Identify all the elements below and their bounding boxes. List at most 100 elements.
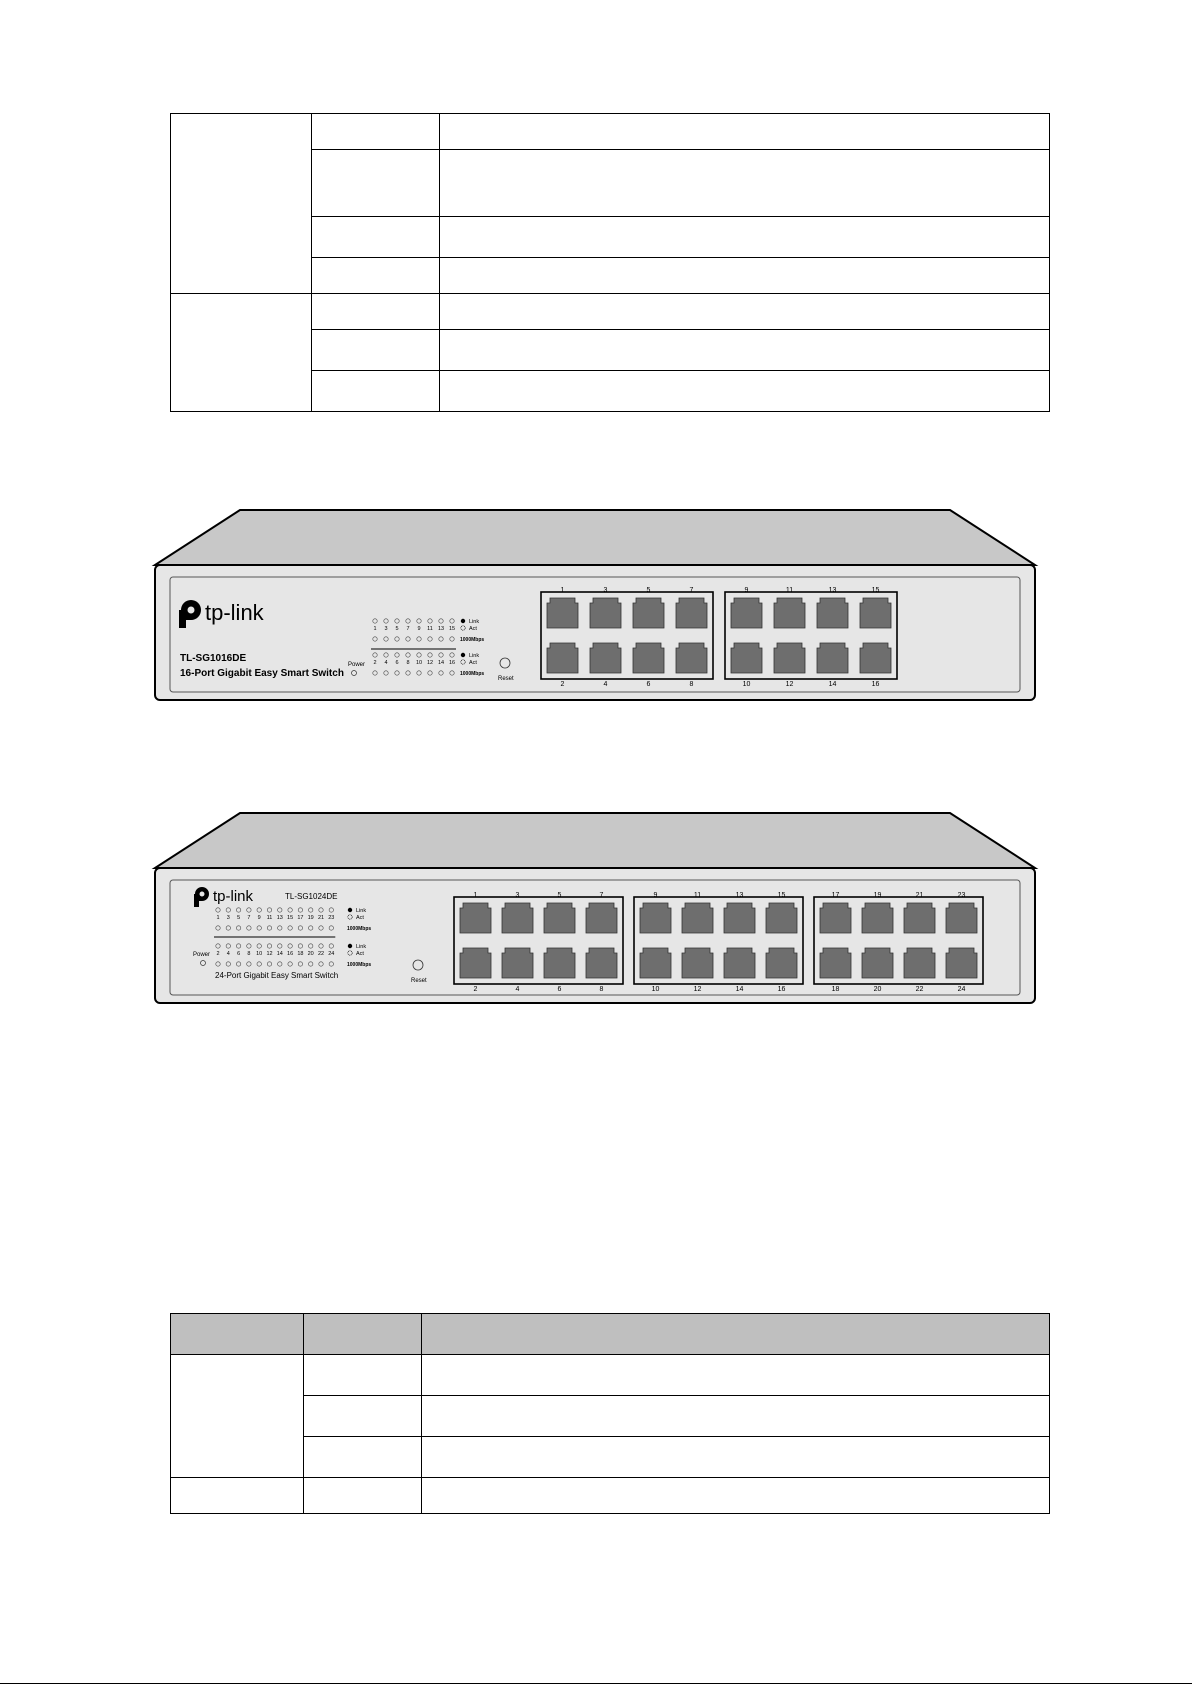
ethernet-port[interactable] [459, 947, 492, 979]
port-led [328, 961, 334, 967]
ethernet-port[interactable] [589, 597, 622, 629]
ethernet-port[interactable] [675, 597, 708, 629]
port-led [297, 943, 303, 949]
port-led [287, 925, 293, 931]
table-cell [439, 293, 1050, 330]
ethernet-port[interactable] [459, 902, 492, 934]
table-cell [170, 113, 312, 294]
ethernet-port[interactable] [765, 947, 798, 979]
ethernet-port[interactable] [861, 947, 894, 979]
bottom-spec-table [170, 1313, 1050, 1514]
port-led [287, 943, 293, 949]
ethernet-port[interactable] [945, 947, 978, 979]
ethernet-port[interactable] [859, 597, 892, 629]
legend-speed-label: 1000Mbps [347, 926, 371, 932]
led-number: 13 [438, 626, 444, 632]
ethernet-port[interactable] [773, 642, 806, 674]
ethernet-port[interactable] [859, 642, 892, 674]
ethernet-port[interactable] [632, 642, 665, 674]
led-number: 12 [427, 660, 433, 666]
port-led [256, 925, 262, 931]
port-led [277, 907, 283, 913]
led-number: 4 [384, 660, 387, 666]
led-number: 9 [258, 915, 261, 921]
act-legend-icon [347, 914, 353, 920]
ethernet-port[interactable] [730, 597, 763, 629]
ethernet-port[interactable] [816, 642, 849, 674]
port-led [236, 907, 242, 913]
ethernet-port[interactable] [639, 902, 672, 934]
port-led [449, 670, 455, 676]
ethernet-port[interactable] [819, 947, 852, 979]
led-number: 4 [227, 951, 230, 957]
port-led [318, 907, 324, 913]
ethernet-port[interactable] [681, 902, 714, 934]
table-row [171, 329, 1050, 371]
port-led [328, 907, 334, 913]
port-led [383, 652, 389, 658]
led-number: 1 [216, 915, 219, 921]
ethernet-port[interactable] [730, 642, 763, 674]
port-led [449, 652, 455, 658]
table-header-cell [421, 1313, 1050, 1355]
port-group-frame [724, 591, 898, 680]
ethernet-port[interactable] [675, 642, 708, 674]
ethernet-port[interactable] [819, 902, 852, 934]
ethernet-port[interactable] [543, 947, 576, 979]
port-led [438, 670, 444, 676]
led-number: 23 [328, 915, 334, 921]
led-number: 10 [416, 660, 422, 666]
ethernet-port[interactable] [501, 947, 534, 979]
ethernet-port[interactable] [945, 902, 978, 934]
ethernet-port[interactable] [681, 947, 714, 979]
port-number: 16 [778, 986, 786, 993]
ethernet-port[interactable] [585, 902, 618, 934]
port-led [372, 652, 378, 658]
ethernet-port[interactable] [546, 642, 579, 674]
port-led [308, 943, 314, 949]
ethernet-port[interactable] [639, 947, 672, 979]
port-number: 9 [745, 587, 749, 594]
port-led [297, 961, 303, 967]
ethernet-port[interactable] [765, 902, 798, 934]
ethernet-port[interactable] [585, 947, 618, 979]
reset-label: Reset [498, 676, 514, 682]
ethernet-port[interactable] [543, 902, 576, 934]
port-led [427, 636, 433, 642]
ethernet-port[interactable] [546, 597, 579, 629]
port-number: 9 [654, 892, 658, 899]
port-led [308, 907, 314, 913]
port-led [267, 943, 273, 949]
port-led [246, 943, 252, 949]
legend-speed-label: 1000Mbps [460, 637, 484, 643]
table-row [170, 113, 1050, 294]
switch-16-port-illustration: tp-link TL-SG1016DE 16-Port Gigabit Easy… [150, 505, 1040, 705]
ethernet-port[interactable] [501, 902, 534, 934]
switch-top-panel [151, 509, 1039, 566]
port-number: 4 [604, 681, 608, 688]
ethernet-port[interactable] [589, 642, 622, 674]
table-header-cell [303, 1313, 422, 1355]
ethernet-port[interactable] [723, 902, 756, 934]
reset-button[interactable] [412, 959, 424, 971]
led-number: 1 [373, 626, 376, 632]
ethernet-port[interactable] [861, 902, 894, 934]
ethernet-port[interactable] [723, 947, 756, 979]
model-description: 16-Port Gigabit Easy Smart Switch [180, 668, 344, 679]
reset-button[interactable] [499, 657, 511, 669]
led-number: 6 [237, 951, 240, 957]
ethernet-port[interactable] [903, 902, 936, 934]
switch-top-panel [151, 812, 1039, 869]
port-led [416, 618, 422, 624]
switch-front-panel [154, 867, 1036, 1004]
table-header-cell [170, 1313, 304, 1355]
link-legend-icon [460, 618, 466, 624]
ethernet-port[interactable] [632, 597, 665, 629]
ethernet-port[interactable] [903, 947, 936, 979]
port-led [394, 636, 400, 642]
port-number: 19 [874, 892, 882, 899]
ethernet-port[interactable] [816, 597, 849, 629]
port-number: 15 [872, 587, 880, 594]
ethernet-port[interactable] [773, 597, 806, 629]
